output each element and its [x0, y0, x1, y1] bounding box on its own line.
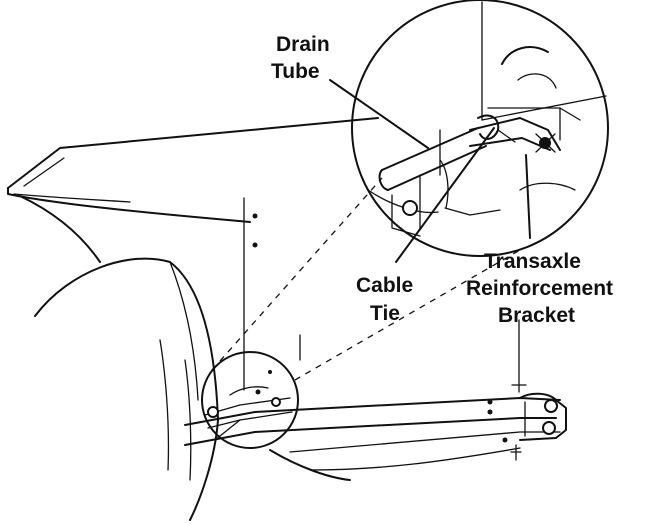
label-bracket-line2: Reinforcement: [466, 277, 613, 300]
label-drain-tube-line2: Tube: [271, 60, 320, 83]
drain-tube-leader: [329, 79, 429, 149]
label-cable-tie-line2: Tie: [370, 302, 400, 325]
label-cable-tie-line1: Cable: [356, 274, 413, 297]
projection-lines: [211, 177, 521, 381]
large-detail-circle: [351, 0, 609, 257]
bracket-leader: [525, 154, 531, 239]
wheel-tire: [34, 257, 219, 521]
label-drain-tube-line1: Drain: [276, 33, 330, 56]
leader-lines: [329, 79, 531, 263]
subframe-rail: [184, 319, 567, 481]
label-bracket-line1: Transaxle: [484, 250, 581, 273]
label-cable-tie: Cable Tie: [356, 274, 413, 325]
small-detail-circle: [201, 351, 299, 449]
fender-outline: [7, 117, 379, 391]
cable-tie-leader: [395, 127, 495, 263]
label-drain-tube: Drain Tube: [271, 33, 330, 83]
label-bracket: Transaxle Reinforcement Bracket: [466, 250, 613, 327]
label-bracket-line3: Bracket: [498, 304, 575, 327]
